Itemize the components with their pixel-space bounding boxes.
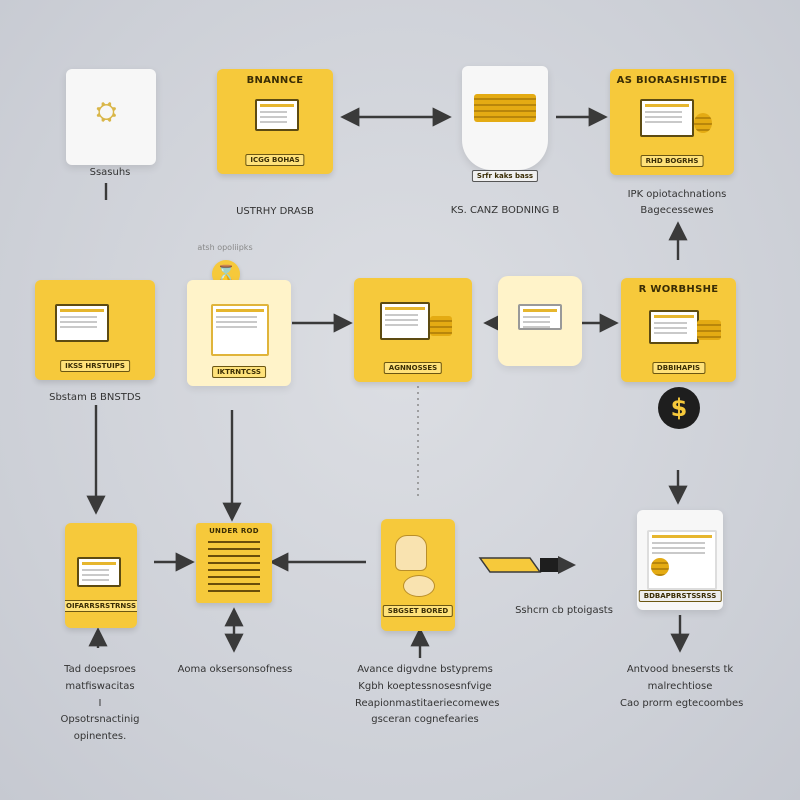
node-10-tag: OIFARRSRSTRNSS [65,600,137,612]
node-2-title: BNANNCE [246,75,304,86]
node-11-card[interactable]: UNDER ROD [196,523,272,603]
node-4-caption-2: Bagecessewes [640,205,714,216]
monitor-icon [255,99,299,131]
node-14-caption-2: malrechtiose [647,681,713,692]
node-3-caption: KS. CANZ BODNING B [450,205,560,216]
hand-icon [395,535,427,571]
node-12-caption-1: Avance digvdne bstyprems [357,664,493,675]
monitor-icon [640,99,694,137]
monitor-icon [55,304,109,342]
node-2-tag: ICGG BOHAS [245,154,305,166]
node-6-card[interactable]: IKTRNTCSS [187,280,291,386]
node-8-card[interactable] [498,276,582,366]
node-10-caption-3: I [98,698,102,709]
node-5-tag: IKSS HRSTUIPS [60,360,130,372]
node-3-tag: Srfr kaks bass [471,170,539,182]
person-icon [651,558,669,576]
node-12-card[interactable]: SBGSET BORED [381,519,455,631]
cash-icon [697,320,721,340]
node-9-card[interactable]: R WORBHSHE DBBIHAPIS [621,278,736,382]
floating-label: atsh opoliipks [197,243,253,252]
badge-icon: ⛭ [96,97,117,127]
node-11-caption: Aoma oksersonsofness [177,664,293,675]
form-icon [211,304,269,356]
node-9-tag: DBBIHAPIS [651,362,706,374]
monitor-icon [380,302,430,340]
pen-arrow [478,556,576,574]
node-7-tag: AGNNOSSES [383,362,443,374]
node-14-card[interactable]: BDBAPBRSTSSRSS [637,510,723,610]
receipt-icon [403,575,435,597]
coin-icon [694,113,712,133]
node-12-caption-3: Reapionmastitaeriecomewes [355,698,500,709]
node-1-card[interactable]: ⛭ [66,69,156,165]
node-3-card[interactable] [462,66,548,170]
dollar-icon: $ [658,387,700,429]
node-14-tag: BDBAPBRSTSSRSS [638,590,722,602]
node-12-caption-2: Kgbh koeptessnosesnfvige [358,681,492,692]
node-14-caption-1: Antvood bnesersts tk [626,664,734,675]
node-14-caption-3: Cao prorm egtecoombes [620,698,744,709]
node-10-caption-4: Opsotrsnactinig [60,714,140,725]
node-5-caption: Sbstam B BNSTDS [49,392,141,403]
node-1-caption: Ssasuhs [89,167,131,178]
node-12-tag: SBGSET BORED [382,605,454,617]
monitor-icon [649,310,699,344]
node-7-card[interactable]: AGNNOSSES [354,278,472,382]
node-10-caption-1: Tad doepsroes [64,664,136,675]
coin-stack-icon [474,94,536,122]
node-13-caption: Sshcrn cb ptoigasts [515,605,613,616]
node-4-title: AS BIORASHISTIDE [616,75,728,86]
node-4-caption-1: IPK opiotachnations [627,189,727,200]
node-2-caption: USTRHY DRASB [236,206,314,217]
coin-icon [430,316,452,336]
monitor-icon [77,557,121,587]
node-4-tag: RHD BOGRHS [640,155,704,167]
node-5-card[interactable]: IKSS HRSTUIPS [35,280,155,380]
node-10-card[interactable]: OIFARRSRSTRNSS [65,523,137,628]
device-icon [518,304,562,330]
node-10-caption-2: matfiswacitas [65,681,135,692]
node-11-title: UNDER ROD [209,527,259,535]
node-9-title: R WORBHSHE [638,284,719,295]
node-2-card[interactable]: BNANNCE ICGG BOHAS [217,69,333,174]
node-4-card[interactable]: AS BIORASHISTIDE RHD BOGRHS [610,69,734,175]
node-12-caption-4: gsceran cognefearies [371,714,479,725]
document-lines-icon [208,541,260,597]
node-6-tag: IKTRNTCSS [212,366,266,378]
node-10-caption-5: opinentes. [73,731,127,742]
